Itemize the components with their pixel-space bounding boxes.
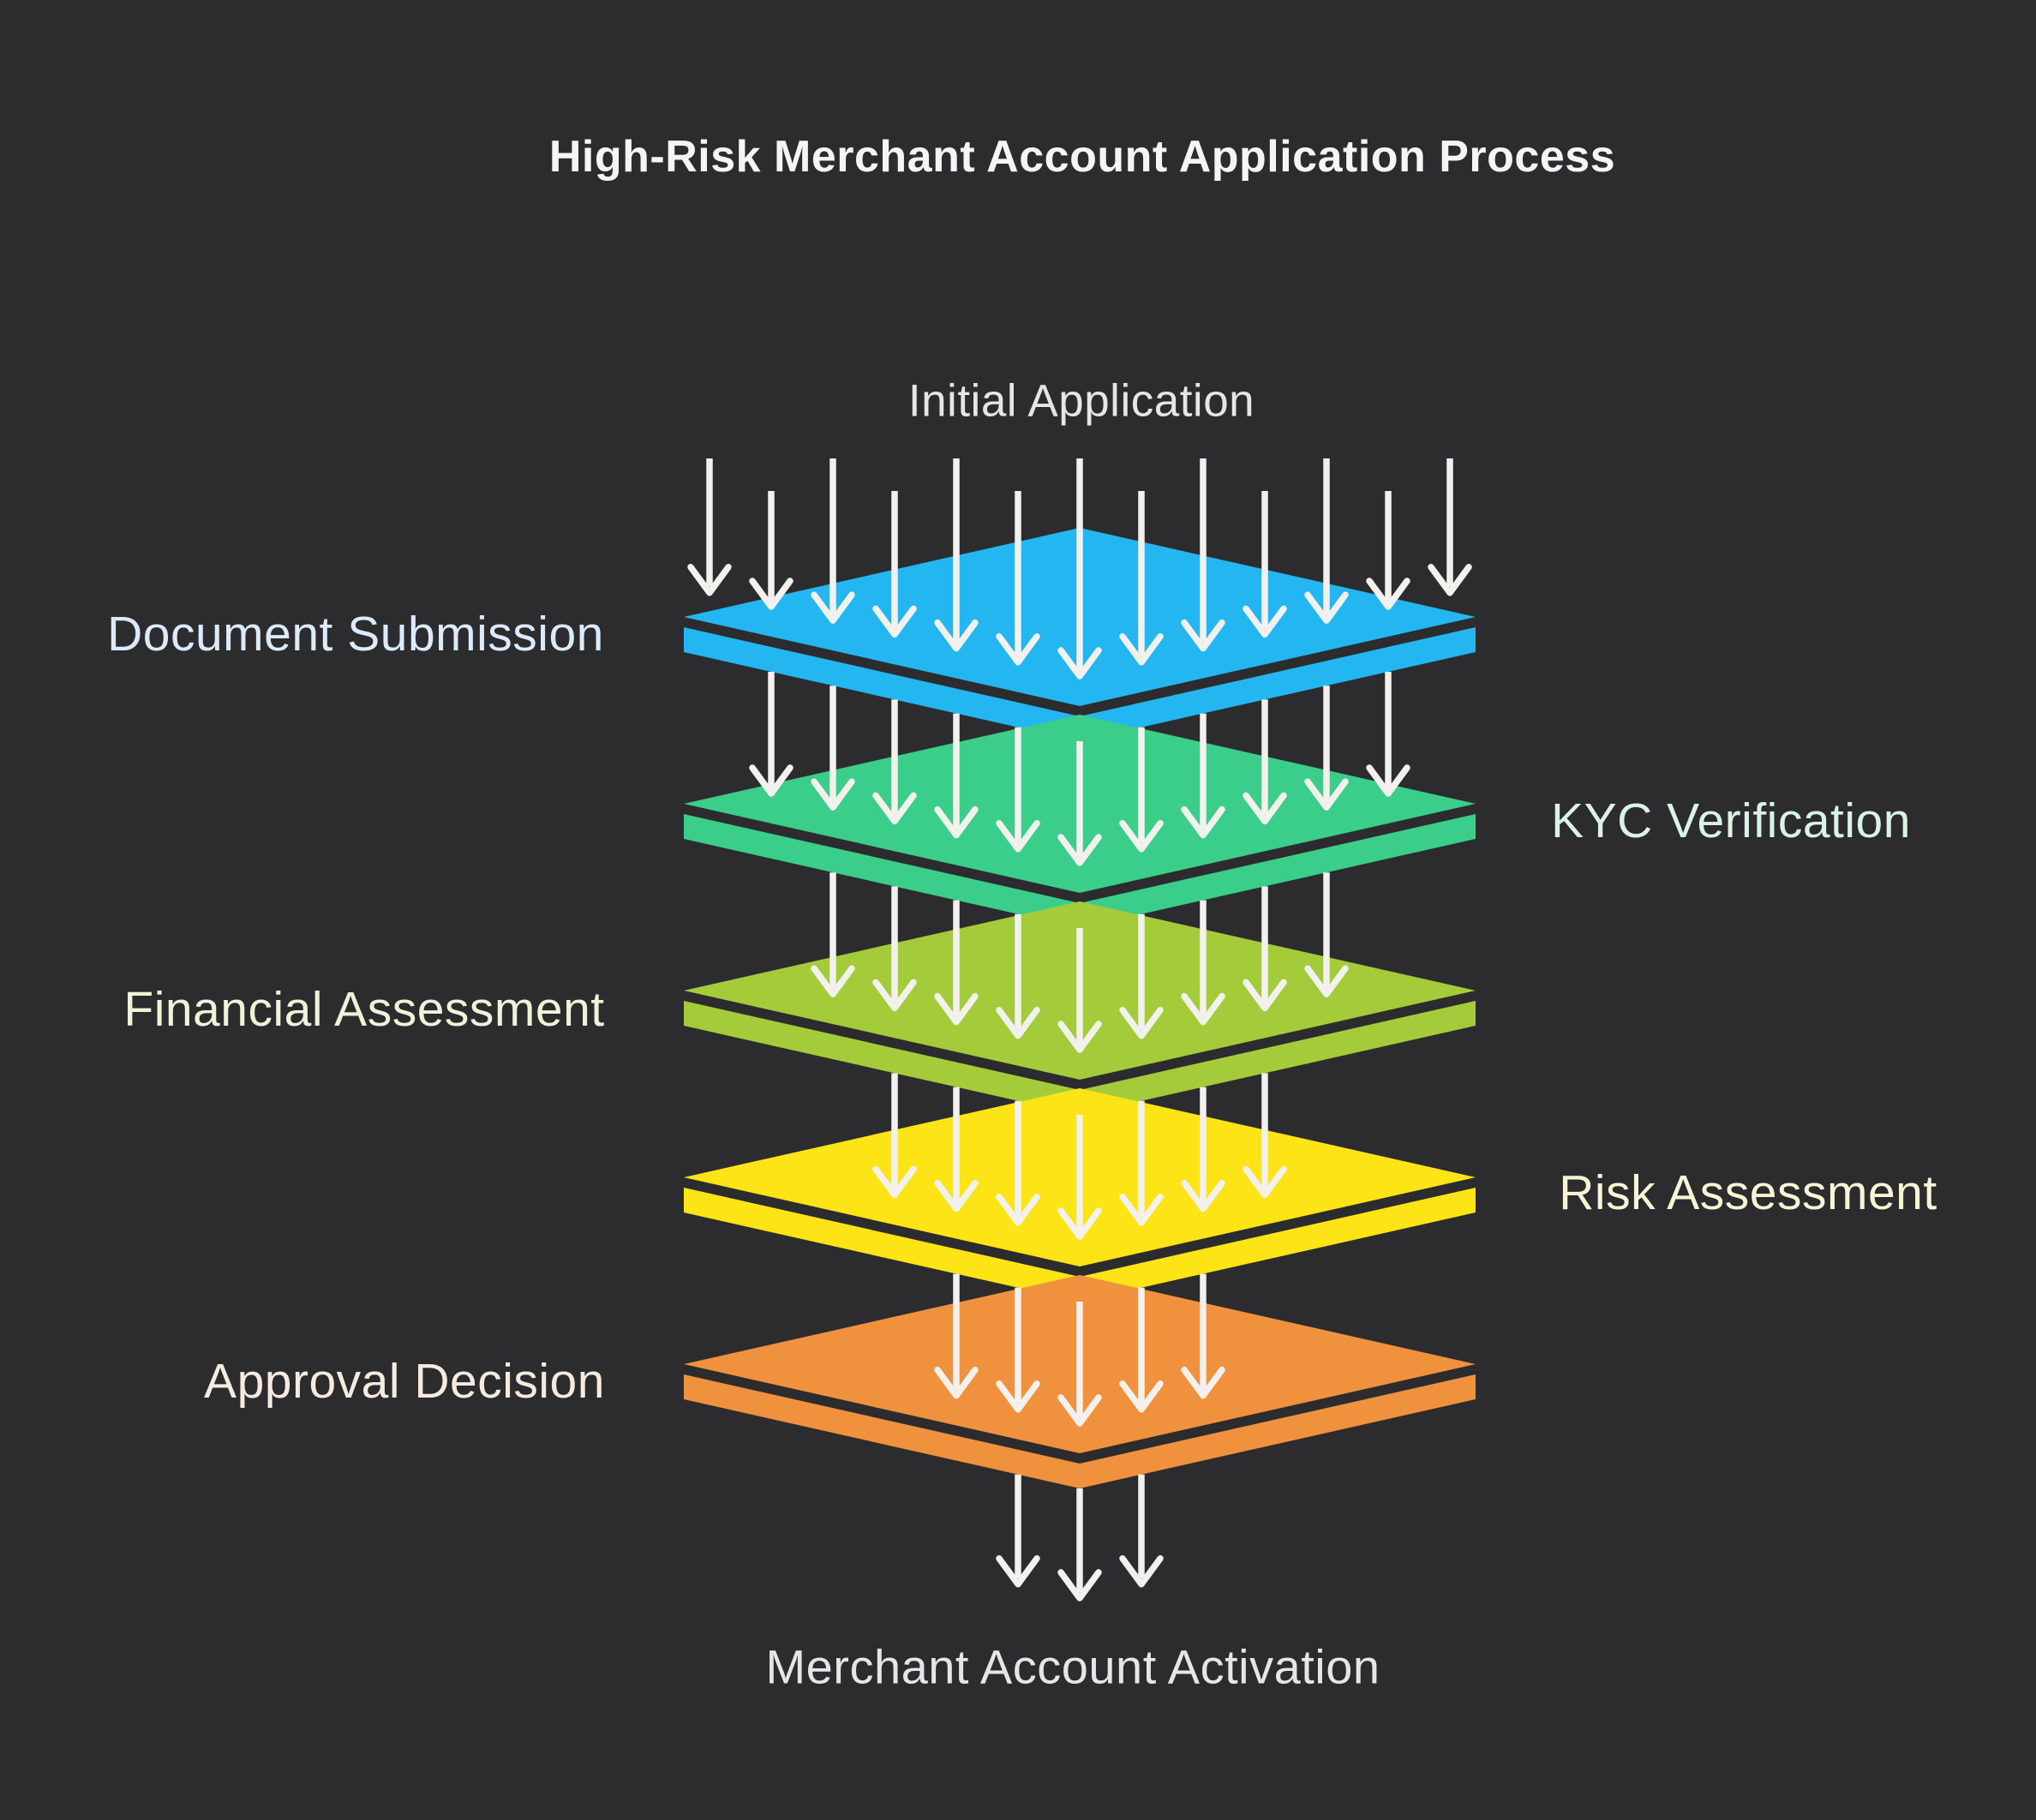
arrow-col7-layer2-head bbox=[1119, 1007, 1164, 1039]
arrow-col8-layer4-head bbox=[1181, 1366, 1225, 1399]
arrow-col5-layer1-head bbox=[996, 820, 1040, 853]
arrow-col5-layer3-head bbox=[996, 1194, 1040, 1226]
arrow-col10-layer1-head bbox=[1304, 778, 1349, 811]
arrow-col12-layer0-head bbox=[1428, 564, 1472, 596]
start-label: Initial Application bbox=[908, 376, 1255, 427]
arrow-col10-layer2-head bbox=[1304, 965, 1349, 997]
arrow-col7-layer0-head bbox=[1119, 633, 1164, 666]
arrow-col11-layer1-head bbox=[1366, 764, 1410, 797]
stage-label-financial-assessment: Financial Assessment bbox=[123, 982, 604, 1037]
flow-arrows bbox=[687, 458, 1472, 1601]
arrow-col5-layer2-head bbox=[996, 1007, 1040, 1039]
arrow-col8-layer2-head bbox=[1181, 992, 1225, 1026]
end-label: Merchant Account Activation bbox=[766, 1640, 1380, 1694]
stage-label-document-submission: Document Submission bbox=[107, 607, 604, 662]
arrow-col2-layer0-head bbox=[811, 591, 855, 624]
arrow-col7-layer1-head bbox=[1119, 820, 1164, 853]
arrow-col5-exit-head bbox=[996, 1555, 1040, 1588]
arrow-col4-layer1-head bbox=[934, 805, 979, 839]
arrow-col4-layer0-head bbox=[934, 619, 979, 652]
arrow-col2-layer1-head bbox=[811, 778, 855, 811]
arrow-col6-exit-head bbox=[1057, 1569, 1102, 1601]
arrow-col6-layer1-head bbox=[1057, 834, 1102, 866]
layer-rim-4 bbox=[684, 1374, 1476, 1488]
arrow-col6-layer0-head bbox=[1057, 647, 1102, 680]
arrow-col7-layer3-head bbox=[1119, 1194, 1164, 1226]
arrow-col9-layer3-head bbox=[1243, 1165, 1287, 1199]
arrow-col4-layer2-head bbox=[934, 992, 979, 1026]
arrow-col6-layer2-head bbox=[1057, 1021, 1102, 1053]
page-title: High-Risk Merchant Account Application P… bbox=[549, 132, 1615, 182]
arrow-col8-layer0-head bbox=[1181, 619, 1225, 652]
arrow-col0-layer0-head bbox=[687, 564, 732, 596]
arrow-col8-layer3-head bbox=[1181, 1179, 1225, 1212]
arrow-col6-layer4-head bbox=[1057, 1394, 1102, 1427]
arrow-col3-layer2-head bbox=[872, 979, 917, 1012]
arrow-col7-exit-head bbox=[1119, 1555, 1164, 1588]
arrow-col11-layer0-head bbox=[1366, 578, 1410, 610]
arrow-col5-layer0-head bbox=[996, 633, 1040, 666]
arrow-col7-layer4-head bbox=[1119, 1380, 1164, 1413]
arrow-col3-layer0-head bbox=[872, 605, 917, 638]
arrow-col4-layer3-head bbox=[934, 1179, 979, 1212]
arrow-col2-layer2-head bbox=[811, 965, 855, 997]
arrow-col6-layer3-head bbox=[1057, 1207, 1102, 1240]
arrow-col3-layer1-head bbox=[872, 792, 917, 825]
arrow-col10-layer0-head bbox=[1304, 591, 1349, 624]
arrow-col9-layer1-head bbox=[1243, 792, 1287, 825]
arrow-col4-layer4-head bbox=[934, 1366, 979, 1399]
arrow-col1-layer0-head bbox=[749, 578, 793, 610]
stage-label-kyc-verification: KYC Verification bbox=[1551, 793, 1911, 848]
stage-label-risk-assessment: Risk Assessment bbox=[1559, 1165, 1937, 1220]
arrow-col9-layer2-head bbox=[1243, 979, 1287, 1012]
arrow-col5-layer4-head bbox=[996, 1380, 1040, 1413]
arrow-col3-layer3-head bbox=[872, 1165, 917, 1199]
arrow-col1-layer1-head bbox=[749, 764, 793, 797]
stage-label-approval-decision: Approval Decision bbox=[204, 1354, 605, 1409]
arrow-col9-layer0-head bbox=[1243, 605, 1287, 638]
arrow-col8-layer1-head bbox=[1181, 805, 1225, 839]
